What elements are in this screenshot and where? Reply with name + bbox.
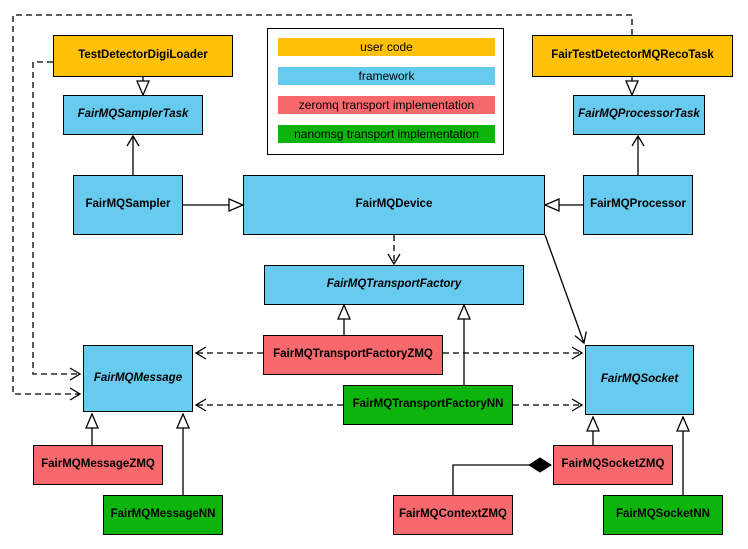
legend-item-nanomsg: nanomsg transport implementation (278, 125, 495, 143)
legend-item-framework: framework (278, 67, 495, 85)
node-fairtestdetectormqrecotask: FairTestDetectorMQRecoTask (532, 35, 733, 77)
node-fairmqmessagenn: FairMQMessageNN (103, 495, 223, 535)
node-fairmqcontextzmq: FairMQContextZMQ (393, 495, 513, 535)
node-fairmqprocessortask: FairMQProcessorTask (573, 95, 705, 135)
node-fairmqsampler: FairMQSampler (73, 175, 183, 235)
node-fairmqtransportfactorynn: FairMQTransportFactoryNN (343, 385, 513, 425)
node-testdetectordigiloader: TestDetectorDigiLoader (53, 35, 233, 77)
edge-device-socket (544, 234, 587, 345)
node-fairmqtransportfactoryzmq: FairMQTransportFactoryZMQ (263, 335, 443, 375)
node-fairmqprocessor: FairMQProcessor (583, 175, 693, 235)
legend: user code framework zeromq transport imp… (267, 28, 504, 155)
legend-item-user-code: user code (278, 38, 495, 56)
node-fairmqmessagezmq: FairMQMessageZMQ (33, 445, 163, 485)
legend-item-zeromq: zeromq transport implementation (278, 96, 495, 114)
node-fairmqsamplertask: FairMQSamplerTask (63, 95, 203, 135)
edge-contextzmq-socketzmq (452, 457, 552, 495)
node-fairmqmessage: FairMQMessage (83, 345, 193, 412)
node-fairmqtransportfactory: FairMQTransportFactory (264, 265, 524, 305)
node-fairmqsocketnn: FairMQSocketNN (603, 495, 723, 535)
node-fairmqsocketzmq: FairMQSocketZMQ (553, 445, 673, 485)
node-fairmqsocket: FairMQSocket (585, 345, 694, 415)
node-fairmqdevice: FairMQDevice (243, 175, 545, 235)
